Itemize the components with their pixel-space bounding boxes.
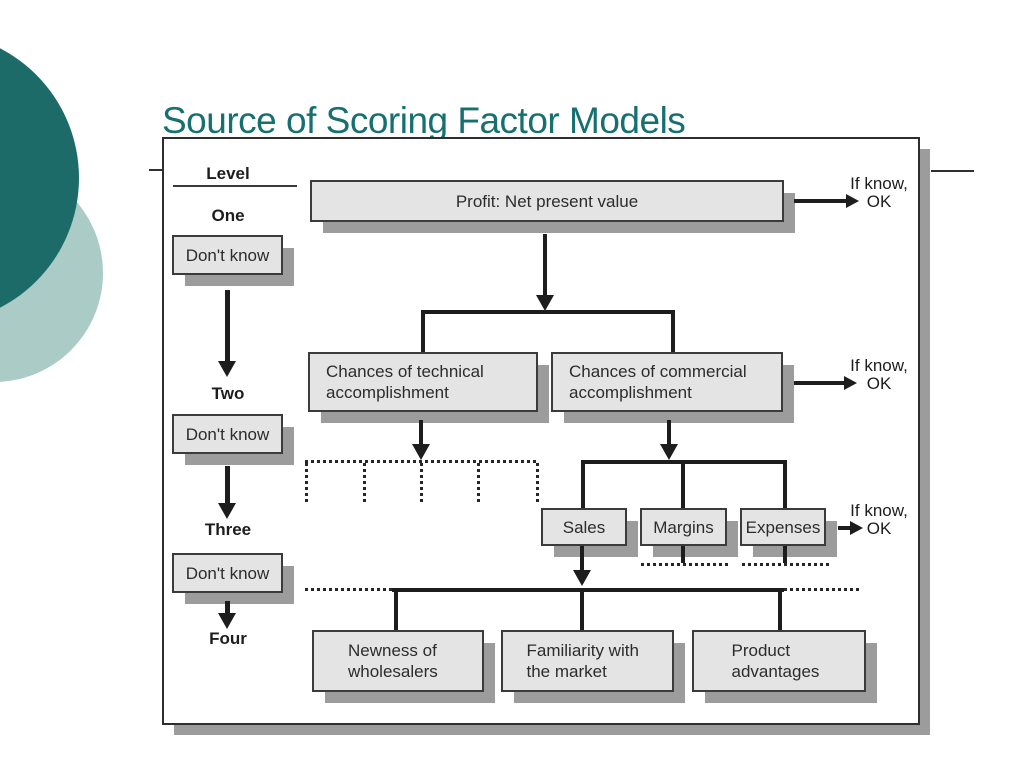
- profit-node: Profit: Net present value: [310, 180, 784, 222]
- technical-node-label: Chances of technical accomplishment: [326, 362, 484, 402]
- technical-node: Chances of technical accomplishment: [308, 352, 538, 412]
- arrow-profit-down-stem: [543, 234, 547, 296]
- connector-product-drop: [778, 588, 782, 630]
- if-know-label-3-line2: OK: [866, 519, 892, 538]
- if-know-arrow-2-stem: [794, 381, 844, 385]
- dotted-comb-stub-2: [363, 463, 366, 503]
- connector-level2-left-drop: [421, 310, 425, 352]
- level-header-underline: [173, 185, 297, 187]
- level-label-three: Three: [204, 520, 252, 539]
- commercial-node: Chances of commercial accomplishment: [551, 352, 783, 412]
- dont-know-box-2: Don't know: [172, 414, 283, 454]
- arrow-commercial-down-head: [660, 444, 678, 460]
- dont-know-box-3: Don't know: [172, 553, 283, 593]
- dotted-comb-stub-4: [477, 463, 480, 503]
- connector-expenses-drop: [783, 460, 787, 508]
- expenses-tick: [783, 546, 787, 563]
- arrow-commercial-down-stem: [667, 420, 671, 446]
- dotted-comb-stub-3: [420, 463, 423, 503]
- arrow-technical-down-stem: [419, 420, 423, 446]
- if-know-label-1-line2: OK: [866, 192, 892, 211]
- if-know-label-2-line1: If know,: [850, 356, 908, 375]
- arrow-level-1-2-head: [218, 361, 236, 377]
- sales-node: Sales: [541, 508, 627, 546]
- margins-tick: [681, 546, 685, 563]
- page-title: Source of Scoring Factor Models: [162, 100, 686, 141]
- margins-dotted-line: [641, 563, 730, 566]
- newness-node-label: Newness of wholesalers: [348, 641, 438, 681]
- product-node-label: Product advantages: [731, 641, 820, 681]
- level-label-two: Two: [211, 384, 245, 403]
- arrow-profit-down-head: [536, 295, 554, 311]
- level-label-one: One: [211, 206, 245, 225]
- arrow-sales-down-head: [573, 570, 591, 586]
- level-column-header: Level: [206, 164, 250, 183]
- connector-margins-drop: [681, 460, 685, 508]
- connector-level2-right-drop: [671, 310, 675, 352]
- commercial-node-label: Chances of commercial accomplishment: [569, 362, 747, 402]
- arrow-level-1-2-stem: [225, 290, 230, 362]
- arrow-level-2-3-head: [218, 503, 236, 519]
- connector-level2-bracket: [421, 310, 675, 314]
- arrow-level-3-4-stem: [225, 601, 230, 614]
- if-know-arrow-3-head: [850, 521, 863, 535]
- level-label-four: Four: [209, 629, 247, 648]
- template-rule-left: [149, 169, 162, 171]
- if-know-arrow-1-stem: [794, 199, 846, 203]
- connector-familiarity-drop: [580, 588, 584, 630]
- dont-know-box-1: Don't know: [172, 235, 283, 275]
- connector-sales-drop: [581, 460, 585, 508]
- if-know-label-1-line1: If know,: [850, 174, 908, 193]
- level4-rail: [392, 588, 784, 592]
- newness-node: Newness of wholesalers: [312, 630, 484, 692]
- if-know-arrow-3-stem: [838, 526, 850, 530]
- if-know-label-2-line2: OK: [866, 374, 892, 393]
- level4-rail-dotted-right: [784, 588, 862, 591]
- level4-rail-dotted-left: [305, 588, 392, 591]
- if-know-arrow-2-head: [844, 376, 857, 390]
- arrow-technical-down-head: [412, 444, 430, 460]
- connector-newness-drop: [394, 588, 398, 630]
- arrow-level-2-3-stem: [225, 466, 230, 504]
- familiarity-node-label: Familiarity with the market: [526, 641, 639, 681]
- arrow-level-3-4-head: [218, 613, 236, 629]
- expenses-dotted-line: [742, 563, 832, 566]
- margins-node: Margins: [640, 508, 727, 546]
- dotted-comb-stub-5: [536, 463, 539, 503]
- familiarity-node: Familiarity with the market: [501, 630, 674, 692]
- dotted-comb-stub-1: [305, 463, 308, 503]
- diagram-panel: [162, 137, 920, 725]
- product-node: Product advantages: [692, 630, 866, 692]
- template-rule-right: [931, 170, 974, 172]
- expenses-node: Expenses: [740, 508, 826, 546]
- dotted-comb-rail: [305, 460, 539, 463]
- if-know-arrow-1-head: [846, 194, 859, 208]
- if-know-label-3-line1: If know,: [850, 501, 908, 520]
- arrow-sales-down-stem: [580, 546, 584, 572]
